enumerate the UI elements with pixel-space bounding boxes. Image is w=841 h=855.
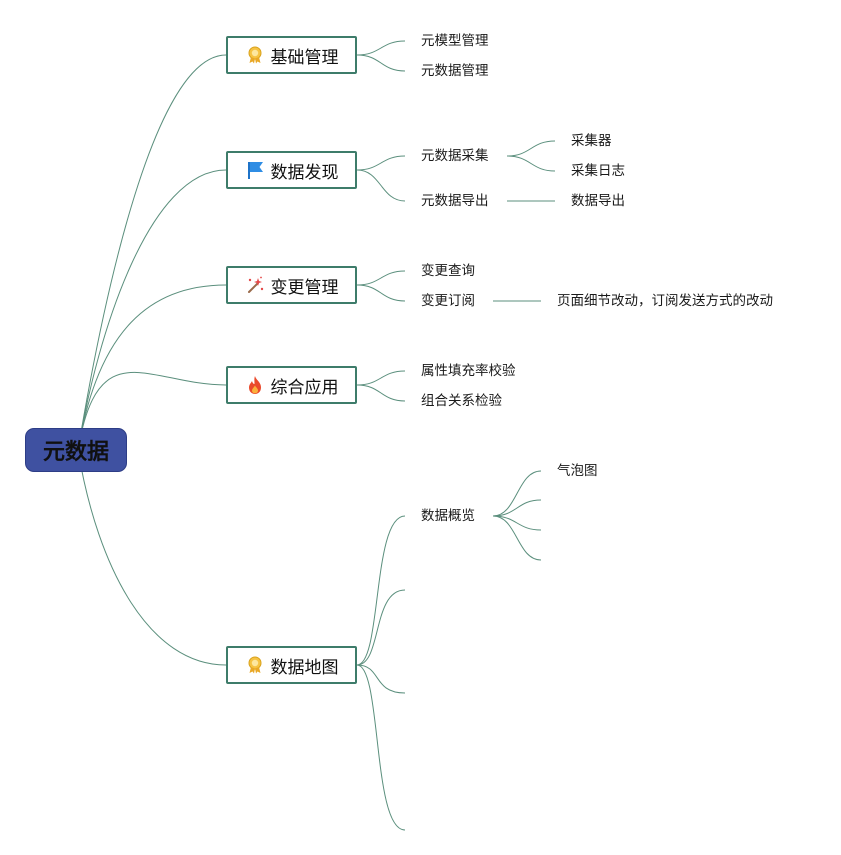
connector-root-discovery <box>77 169 227 451</box>
connector-change-child <box>356 284 406 302</box>
leaf-collector[interactable]: 采集器 <box>571 133 612 149</box>
fire-icon <box>245 375 265 395</box>
connector-root-application <box>77 371 227 451</box>
branch-node-integrated-application[interactable]: 综合应用 <box>226 366 357 404</box>
leaf-change-subscription[interactable]: 变更订阅 <box>421 293 475 309</box>
connector-datamap-child <box>356 664 406 694</box>
leaf-data-overview[interactable]: 数据概览 <box>421 508 475 524</box>
connector-basic-child <box>356 54 406 72</box>
leaf-change-query[interactable]: 变更查询 <box>421 263 475 279</box>
leaf-data-export[interactable]: 数据导出 <box>571 193 625 209</box>
leaf-attribute-fill-rate-check[interactable]: 属性填充率校验 <box>421 363 516 379</box>
connector-discovery-child <box>356 155 406 171</box>
connector-datamap-child <box>356 664 406 831</box>
branch-label: 数据地图 <box>270 657 339 678</box>
leaf-metadata-export[interactable]: 元数据导出 <box>421 193 489 209</box>
branch-label: 变更管理 <box>270 277 339 298</box>
root-node[interactable]: 元数据 <box>25 428 127 472</box>
connector-application-child <box>356 384 406 402</box>
branch-label: 基础管理 <box>270 47 339 68</box>
leaf-metamodel-management[interactable]: 元模型管理 <box>421 33 489 49</box>
branch-node-basic-management[interactable]: 基础管理 <box>226 36 357 74</box>
leaf-composition-relation-check[interactable]: 组合关系检验 <box>421 393 502 409</box>
connector-collection-child <box>506 140 556 157</box>
connector-root-change <box>77 284 227 451</box>
connector-root-basic <box>77 54 227 451</box>
connector-datamap-child <box>356 589 406 666</box>
leaf-metadata-management[interactable]: 元数据管理 <box>421 63 489 79</box>
leaf-subscription-note[interactable]: 页面细节改动，订阅发送方式的改动 <box>557 293 773 309</box>
award-ribbon-icon <box>245 45 265 65</box>
connector-application-child <box>356 370 406 386</box>
blue-flag-icon <box>245 160 265 180</box>
magic-wand-icon <box>245 275 265 295</box>
connector-root-datamap <box>77 449 227 666</box>
branch-node-data-map[interactable]: 数据地图 <box>226 646 357 684</box>
leaf-metadata-collection[interactable]: 元数据采集 <box>421 148 489 164</box>
leaf-collection-log[interactable]: 采集日志 <box>571 163 625 179</box>
branch-node-change-management[interactable]: 变更管理 <box>226 266 357 304</box>
root-node-label: 元数据 <box>42 440 109 465</box>
connector-overview-child <box>492 470 542 517</box>
connector-change-child <box>356 270 406 286</box>
connector-discovery-child <box>356 169 406 202</box>
connector-overview-child <box>492 515 542 561</box>
branch-label: 综合应用 <box>270 377 339 398</box>
award-ribbon-icon <box>245 655 265 675</box>
connector-datamap-child <box>356 515 406 666</box>
leaf-bubble-chart[interactable]: 气泡图 <box>557 463 598 479</box>
connector-overview-child <box>492 499 542 517</box>
branch-node-data-discovery[interactable]: 数据发现 <box>226 151 357 189</box>
branch-label: 数据发现 <box>270 162 339 183</box>
connector-basic-child <box>356 40 406 56</box>
connector-collection-child <box>506 155 556 172</box>
